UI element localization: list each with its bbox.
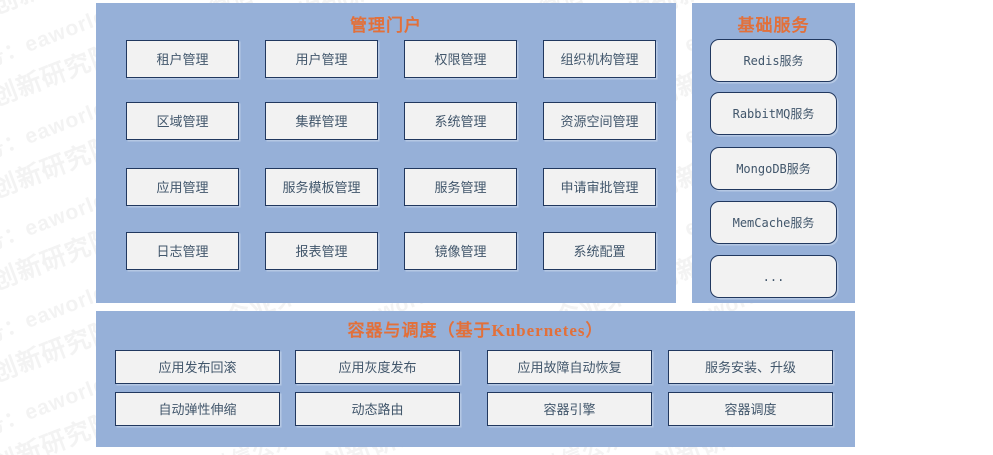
box-more-services[interactable]: ... <box>710 255 837 298</box>
box-auto-elastic-scaling[interactable]: 自动弹性伸缩 <box>115 392 280 426</box>
box-redis-service[interactable]: Redis服务 <box>710 39 837 82</box>
box-memcache-service[interactable]: MemCache服务 <box>710 201 837 244</box>
box-tenant-management[interactable]: 租户管理 <box>126 40 239 78</box>
panel-management-portal-title: 管理门户 <box>350 16 422 35</box>
box-service-template-management[interactable]: 服务模板管理 <box>265 168 378 206</box>
panel-container-scheduling-title: 容器与调度（基于Kubernetes） <box>347 321 604 340</box>
box-resource-space-management[interactable]: 资源空间管理 <box>543 102 656 140</box>
box-app-fault-auto-recovery[interactable]: 应用故障自动恢复 <box>487 350 652 384</box>
box-container-scheduling[interactable]: 容器调度 <box>668 392 833 426</box>
box-report-management[interactable]: 报表管理 <box>265 232 378 270</box>
box-permission-management[interactable]: 权限管理 <box>404 40 517 78</box>
box-cluster-management[interactable]: 集群管理 <box>265 102 378 140</box>
box-system-management[interactable]: 系统管理 <box>404 102 517 140</box>
box-region-management[interactable]: 区域管理 <box>126 102 239 140</box>
box-user-management[interactable]: 用户管理 <box>265 40 378 78</box>
box-system-configuration[interactable]: 系统配置 <box>543 232 656 270</box>
box-organization-management[interactable]: 组织机构管理 <box>543 40 656 78</box>
box-dynamic-routing[interactable]: 动态路由 <box>295 392 460 426</box>
box-service-management[interactable]: 服务管理 <box>404 168 517 206</box>
box-approval-management[interactable]: 申请审批管理 <box>543 168 656 206</box>
box-log-management[interactable]: 日志管理 <box>126 232 239 270</box>
box-container-engine[interactable]: 容器引擎 <box>487 392 652 426</box>
box-image-management[interactable]: 镜像管理 <box>404 232 517 270</box>
box-application-management[interactable]: 应用管理 <box>126 168 239 206</box>
box-mongodb-service[interactable]: MongoDB服务 <box>710 147 837 190</box>
box-app-release-rollback[interactable]: 应用发布回滚 <box>115 350 280 384</box>
box-app-gray-release[interactable]: 应用灰度发布 <box>295 350 460 384</box>
box-service-install-upgrade[interactable]: 服务安装、升级 <box>668 350 833 384</box>
box-rabbitmq-service[interactable]: RabbitMQ服务 <box>710 92 837 135</box>
panel-base-services-title: 基础服务 <box>737 16 810 35</box>
